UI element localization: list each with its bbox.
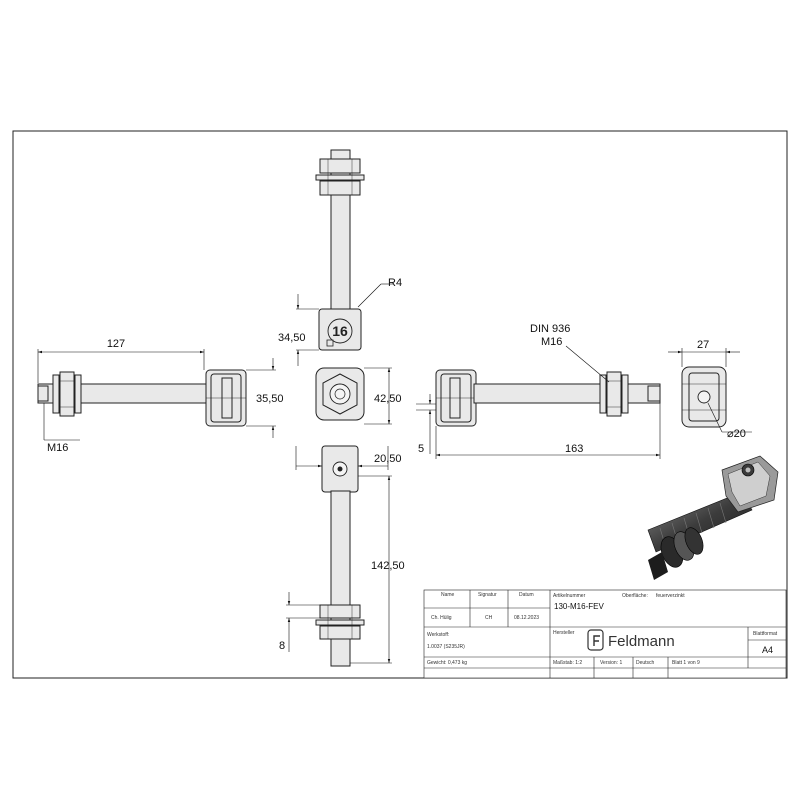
dim-27: 27 <box>697 339 709 351</box>
dim-5: 5 <box>418 443 424 455</box>
tb-col-name: Name <box>441 592 455 598</box>
tb-surface-label: Oberfläche: <box>622 593 648 599</box>
center-view-assembly: 16 <box>315 149 365 667</box>
dim-35-50: 35,50 <box>256 393 284 405</box>
tb-weight: Gewicht: 0,473 kg <box>427 660 467 666</box>
product-photo-render <box>647 455 779 580</box>
drawing-frame <box>12 130 788 679</box>
tb-name: Ch. Hülig <box>431 615 452 621</box>
dim-142-50: 142,50 <box>371 560 405 572</box>
right-view-bolt <box>435 369 661 427</box>
dim-m16-left: M16 <box>47 442 68 454</box>
tb-col-date: Datum <box>519 592 534 598</box>
tb-format-label: Blattformat <box>753 631 778 637</box>
tb-material-value: 1.0037 (S235JR) <box>427 644 465 650</box>
dim-8: 8 <box>279 640 285 652</box>
title-block <box>423 589 787 679</box>
dim-163: 163 <box>565 443 583 455</box>
brand-name: Feldmann <box>608 633 675 650</box>
tb-scale: Maßstab: 1:2 <box>553 660 582 666</box>
dim-20-50: 20,50 <box>374 453 402 465</box>
tb-col-signature: Signatur <box>478 592 497 598</box>
tb-format-value: A4 <box>762 645 773 655</box>
dim-34-50: 34,50 <box>278 332 306 344</box>
tb-language: Deutsch <box>636 660 655 666</box>
tb-sheet: Blatt 1 von 9 <box>672 660 700 666</box>
left-view-bolt <box>37 369 247 427</box>
dimension-lines: 127 M16 35,50 34,50 R4 42,50 20,50 <box>37 277 752 664</box>
tb-version: Version: 1 <box>600 660 622 666</box>
tb-article-number: 130-M16-FEV <box>554 602 604 611</box>
dim-r4: R4 <box>388 277 402 289</box>
dim-diameter-20: ⌀20 <box>727 428 746 440</box>
tb-date: 08.12.2023 <box>514 615 539 621</box>
dim-42-50: 42,50 <box>374 393 402 405</box>
plate-number: 16 <box>332 323 348 339</box>
tb-article-label: Artikelnummer <box>553 593 586 599</box>
dim-127: 127 <box>107 338 125 350</box>
dim-m16-right: M16 <box>541 336 562 348</box>
tb-material-label: Werkstoff: <box>427 632 449 638</box>
dim-din-936: DIN 936 <box>530 323 570 335</box>
tb-signature: CH <box>485 615 493 621</box>
side-view-eye <box>681 366 727 428</box>
feldmann-logo: Feldmann <box>587 629 675 651</box>
tb-manufacturer-label: Hersteller <box>553 630 575 636</box>
tb-surface-value: feuerverzinkt <box>656 593 685 599</box>
